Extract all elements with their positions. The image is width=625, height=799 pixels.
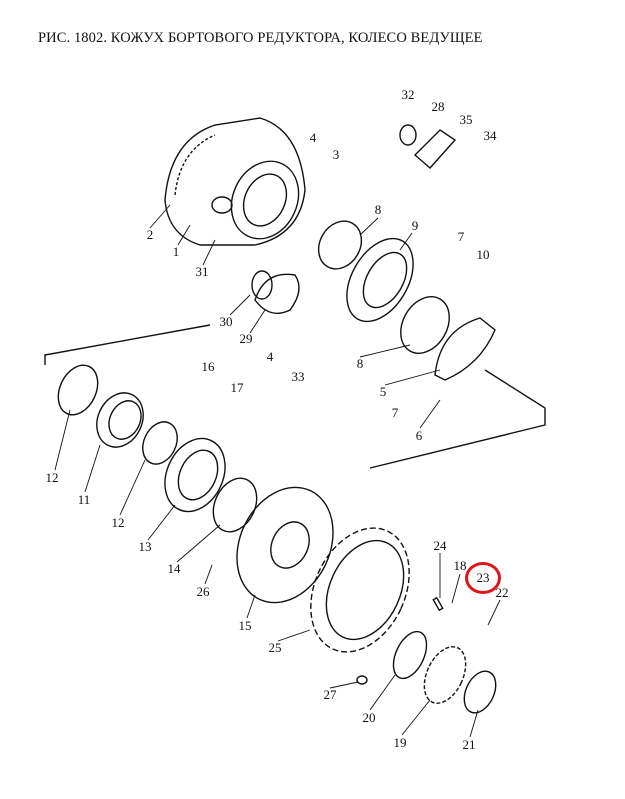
part-label: 31 bbox=[195, 264, 209, 279]
part-label: 32 bbox=[401, 87, 415, 102]
hub-15 bbox=[236, 486, 334, 604]
part-label: 5 bbox=[379, 384, 387, 399]
part-label: 17 bbox=[230, 380, 244, 395]
plate-29 bbox=[254, 273, 300, 314]
part-label: 11 bbox=[77, 492, 91, 507]
part-label: 30 bbox=[219, 314, 233, 329]
leader-lines bbox=[54, 204, 501, 738]
part-label: 12 bbox=[111, 515, 125, 530]
part-label: 21 bbox=[462, 737, 476, 752]
pin-24 bbox=[432, 596, 444, 612]
part-label: 4 bbox=[266, 349, 274, 364]
o-ring-20 bbox=[392, 630, 428, 680]
o-ring-14 bbox=[212, 477, 258, 533]
final-drive-housing bbox=[164, 117, 306, 246]
part-label: 24 bbox=[433, 538, 447, 553]
o-ring-8-upper bbox=[317, 220, 363, 270]
cover-28 bbox=[413, 129, 457, 169]
part-label: 6 bbox=[415, 428, 423, 443]
o-ring-32 bbox=[399, 124, 417, 146]
part-label: 13 bbox=[138, 539, 152, 554]
part-label: 9 bbox=[411, 218, 419, 233]
o-ring-8-lower bbox=[400, 296, 450, 354]
part-label: 26 bbox=[196, 584, 210, 599]
o-ring-30 bbox=[251, 270, 273, 300]
o-ring-12-b bbox=[142, 421, 178, 465]
part-label-highlighted: 23 bbox=[476, 570, 490, 585]
o-ring-21 bbox=[463, 670, 497, 714]
part-label: 8 bbox=[374, 202, 382, 217]
part-label: 12 bbox=[45, 470, 59, 485]
part-label: 34 bbox=[483, 128, 497, 143]
part-label: 29 bbox=[239, 331, 253, 346]
seal-11 bbox=[96, 392, 144, 448]
part-label: 10 bbox=[476, 247, 490, 262]
part-label: 20 bbox=[362, 710, 376, 725]
part-label: 4 bbox=[309, 130, 317, 145]
highlight-circle-part-23 bbox=[465, 562, 501, 594]
retainer-13 bbox=[164, 437, 226, 513]
part-label: 7 bbox=[457, 229, 465, 244]
part-label: 19 bbox=[393, 735, 407, 750]
figure-title: РИС. 1802. КОЖУХ БОРТОВОГО РЕДУКТОРА, КО… bbox=[38, 30, 483, 46]
part-label: 22 bbox=[495, 585, 509, 600]
part-label: 33 bbox=[291, 369, 305, 384]
part-label: 15 bbox=[238, 618, 252, 633]
part-label: 14 bbox=[167, 561, 181, 576]
sprocket-segment-25 bbox=[310, 527, 410, 653]
nut-27 bbox=[356, 675, 368, 685]
part-label: 1 bbox=[172, 244, 180, 259]
part-label: 7 bbox=[391, 405, 399, 420]
bracket-right bbox=[369, 369, 546, 469]
part-label: 35 bbox=[459, 112, 473, 127]
gear-19 bbox=[423, 646, 467, 704]
part-label: 8 bbox=[356, 356, 364, 371]
o-ring-12-a bbox=[57, 364, 99, 416]
part-label: 27 bbox=[323, 687, 337, 702]
part-label: 2 bbox=[146, 227, 154, 242]
part-label: 16 bbox=[201, 359, 215, 374]
part-label: 3 bbox=[332, 147, 340, 162]
part-label: 25 bbox=[268, 640, 282, 655]
part-label: 28 bbox=[431, 99, 445, 114]
guard-5 bbox=[434, 317, 496, 381]
ring-9 bbox=[346, 237, 414, 323]
bracket-left bbox=[44, 324, 211, 365]
part-label: 18 bbox=[453, 558, 467, 573]
